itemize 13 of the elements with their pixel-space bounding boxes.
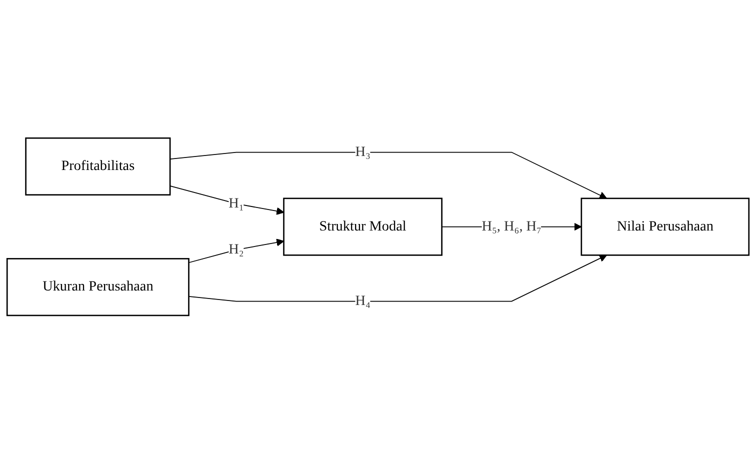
edge-label: H₂ (228, 242, 244, 257)
arrow (170, 152, 608, 199)
arrow (188, 254, 608, 302)
edge-label: H₅, H₆, H₇ (482, 218, 542, 234)
node-box: Struktur Modal (283, 197, 442, 256)
arrow (170, 185, 284, 215)
node-box: Profitabilitas (25, 137, 171, 196)
arrow (188, 238, 284, 263)
edge-label: H₁ (228, 195, 244, 211)
node-box: Ukuran Perusahaan (6, 258, 190, 316)
edge-label: H₄ (355, 293, 370, 308)
edge-label: H₃ (355, 144, 370, 160)
node-box: Nilai Perusahaan (580, 197, 750, 256)
